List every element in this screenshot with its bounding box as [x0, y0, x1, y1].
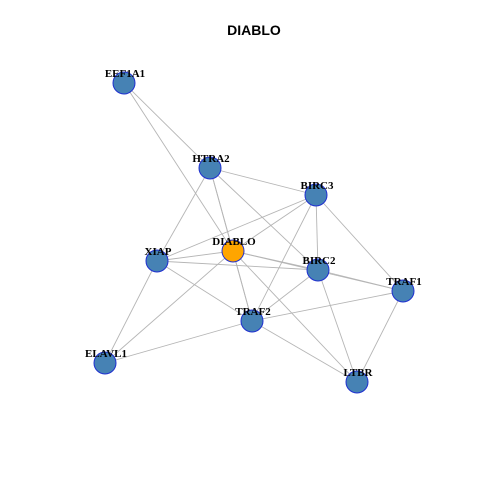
node-eef1a1: EEF1A1 [105, 68, 145, 95]
node-birc2: BIRC2 [302, 255, 336, 282]
edge-birc2-traf2 [251, 269, 319, 322]
edge-birc3-xiap [156, 194, 317, 262]
node-label-xiap: XIAP [145, 246, 172, 258]
edge-birc3-diablo [232, 194, 317, 252]
node-label-traf1: TRAF1 [386, 276, 421, 288]
node-htra2: HTRA2 [192, 153, 230, 180]
edge-traf2-ltbr [251, 320, 358, 383]
node-birc3: BIRC3 [300, 180, 334, 207]
edge-diablo-xiap [156, 250, 234, 262]
node-elavl1: ELAVL1 [85, 348, 127, 375]
edge-diablo-elavl1 [104, 250, 234, 364]
node-label-elavl1: ELAVL1 [85, 348, 127, 360]
edge-htra2-xiap [156, 167, 211, 262]
edge-birc2-traf1 [317, 269, 404, 292]
node-circle-eef1a1 [112, 71, 136, 95]
edges-layer [104, 82, 404, 383]
node-label-ltbr: LTBR [344, 367, 374, 379]
edge-xiap-birc2 [156, 260, 319, 271]
node-circle-ltbr [345, 370, 369, 394]
node-circle-elavl1 [93, 351, 117, 375]
edge-birc3-traf2 [251, 194, 317, 322]
node-label-birc3: BIRC3 [300, 180, 334, 192]
node-circle-birc2 [306, 258, 330, 282]
node-label-htra2: HTRA2 [192, 153, 230, 165]
edge-traf1-ltbr [356, 290, 404, 383]
edge-xiap-traf2 [156, 260, 253, 322]
node-circle-xiap [145, 249, 169, 273]
node-ltbr: LTBR [344, 367, 374, 394]
node-diablo: DIABLO [212, 236, 256, 263]
edge-htra2-birc3 [209, 167, 317, 196]
edge-eef1a1-htra2 [123, 82, 211, 169]
node-circle-traf2 [240, 309, 264, 333]
edge-traf2-traf1 [251, 290, 404, 322]
node-label-eef1a1: EEF1A1 [105, 68, 145, 80]
node-traf2: TRAF2 [235, 306, 271, 333]
node-xiap: XIAP [145, 246, 172, 273]
edge-birc3-traf1 [315, 194, 404, 292]
edge-eef1a1-diablo [123, 82, 234, 252]
node-circle-traf1 [391, 279, 415, 303]
node-label-diablo: DIABLO [212, 236, 256, 248]
node-label-birc2: BIRC2 [302, 255, 336, 267]
node-circle-birc3 [304, 183, 328, 207]
node-label-traf2: TRAF2 [235, 306, 271, 318]
edge-diablo-traf2 [232, 250, 253, 322]
edge-birc3-birc2 [315, 194, 319, 271]
edge-xiap-elavl1 [104, 260, 158, 364]
edge-birc2-ltbr [317, 269, 358, 383]
node-traf1: TRAF1 [386, 276, 422, 303]
node-circle-htra2 [198, 156, 222, 180]
edge-traf2-elavl1 [104, 320, 253, 364]
edge-htra2-birc2 [209, 167, 319, 271]
edge-diablo-ltbr [232, 250, 358, 383]
graph-title: DIABLO [227, 22, 281, 38]
node-circle-diablo [221, 239, 245, 263]
